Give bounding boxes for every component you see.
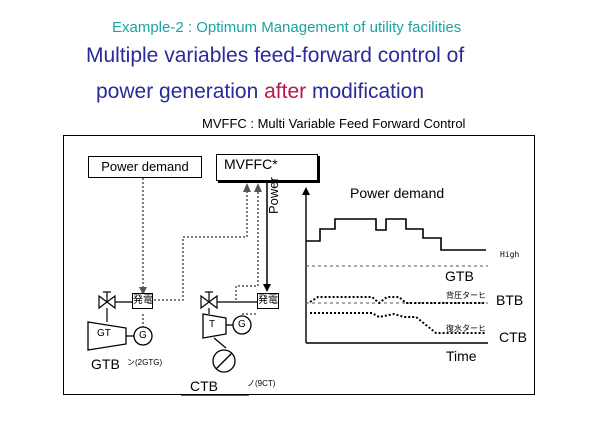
mvffc-output-line xyxy=(263,180,271,292)
condenser-icon xyxy=(212,349,236,373)
y-axis-arrow xyxy=(302,187,310,195)
power-demand-chart-label: Power demand xyxy=(350,185,445,201)
gtb-chart-label: GTB xyxy=(445,268,474,284)
dotted-signal-lines xyxy=(142,178,259,301)
ctb-label-bottom: CTB xyxy=(190,378,218,394)
ctb-trend-line xyxy=(310,312,486,334)
gt-label: GT xyxy=(97,328,111,339)
power-demand-line xyxy=(306,218,486,251)
title-text-before: power generation xyxy=(96,80,265,103)
generator-label-left: G xyxy=(139,330,147,341)
abbreviation-note: MVFFC : Multi Variable Feed Forward Cont… xyxy=(202,116,466,131)
controller-box-right: 発電 xyxy=(257,293,279,309)
steam-turbine-icon xyxy=(202,313,227,339)
ctb-japanese-fragment: ノ(9CT) xyxy=(247,379,276,388)
ctb-japanese-label: 復水ターヒ xyxy=(446,324,486,333)
slide-title-line2: power generation after modification xyxy=(96,80,424,104)
gtb-label-left: GTB xyxy=(91,356,120,372)
diagram-frame xyxy=(63,135,535,395)
signal-arrowheads xyxy=(139,183,262,295)
controller-box-left: 発電 xyxy=(132,293,153,309)
title-text-after: modification xyxy=(306,80,425,103)
slide-subtitle: Example-2 : Optimum Management of utilit… xyxy=(112,19,462,36)
steam-turbine-label: T xyxy=(209,319,216,330)
x-axis-label: Time xyxy=(446,348,477,364)
generator-icon-right xyxy=(232,315,252,335)
power-demand-box: Power demand xyxy=(88,156,202,178)
mvffc-box: MVFFC* xyxy=(216,154,318,181)
btb-japanese-label: 背圧ターヒ xyxy=(446,291,486,300)
high-label: High xyxy=(500,250,520,259)
mvffc-label: MVFFC* xyxy=(224,156,278,172)
ctb-chart-label: CTB xyxy=(499,329,527,345)
gas-turbine-icon xyxy=(87,321,127,351)
generator-label-right: G xyxy=(238,319,246,330)
slide-title-line1: Multiple variables feed-forward control … xyxy=(86,44,465,67)
valve-icon-left xyxy=(98,291,132,310)
trend-gridlines xyxy=(306,265,488,304)
gtb-japanese-fragment: ン(2GTG) xyxy=(127,358,163,367)
title-accent-word: after xyxy=(264,80,307,103)
y-axis-label: Power xyxy=(266,177,281,214)
btb-chart-label: BTB xyxy=(496,292,524,308)
valve-icon-right xyxy=(200,291,258,310)
